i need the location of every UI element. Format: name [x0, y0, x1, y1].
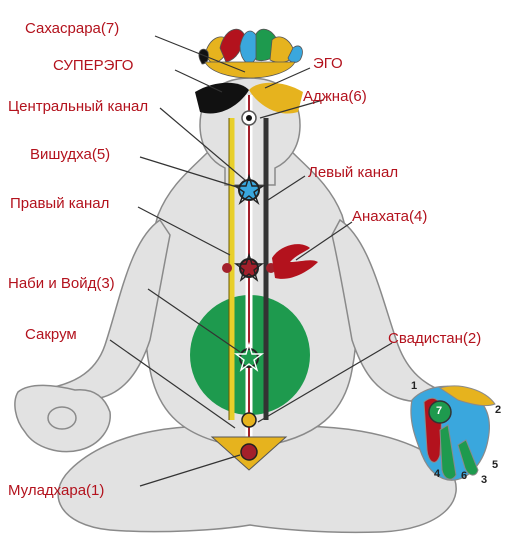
right-palm-center [47, 406, 77, 430]
finger-number-3: 3 [481, 474, 488, 486]
label-ego: ЭГО [313, 55, 343, 72]
finger-number-2: 2 [495, 404, 502, 416]
pointer-lines [109, 35, 393, 487]
ego-shape [249, 82, 303, 114]
finger-number-1: 1 [411, 380, 418, 392]
label-left-channel: Левый канал [308, 164, 399, 181]
superego-shape [195, 82, 249, 114]
label-central-channel: Центральный канал [8, 98, 149, 115]
left-heart-flame [272, 244, 318, 279]
sahasrara-lotus [198, 28, 303, 79]
mooladhara-chakra [240, 443, 258, 461]
left-hand [410, 385, 496, 481]
label-superego: СУПЕРЭГО [53, 57, 134, 74]
finger-number-6: 6 [461, 470, 468, 482]
label-agnya: Аджна(6) [303, 88, 367, 105]
vishuddha-chakra [238, 179, 260, 201]
label-sahasrara: Сахасрара(7) [25, 20, 120, 37]
label-nabhi-void: Наби и Войд(3) [8, 275, 115, 292]
finger-number-4: 4 [434, 468, 441, 480]
label-anahata: Анахата(4) [352, 208, 428, 225]
label-right-channel: Правый канал [10, 195, 110, 212]
right-hand [14, 384, 111, 453]
swadisthan-chakra [241, 412, 257, 428]
label-vishuddha: Вишудха(5) [30, 146, 111, 163]
label-sacrum: Сакрум [25, 326, 77, 343]
finger-number-7: 7 [436, 405, 443, 417]
finger-number-5: 5 [492, 459, 499, 471]
label-swadisthan: Свадистан(2) [388, 330, 482, 347]
label-mooladhara: Муладхара(1) [8, 482, 105, 499]
